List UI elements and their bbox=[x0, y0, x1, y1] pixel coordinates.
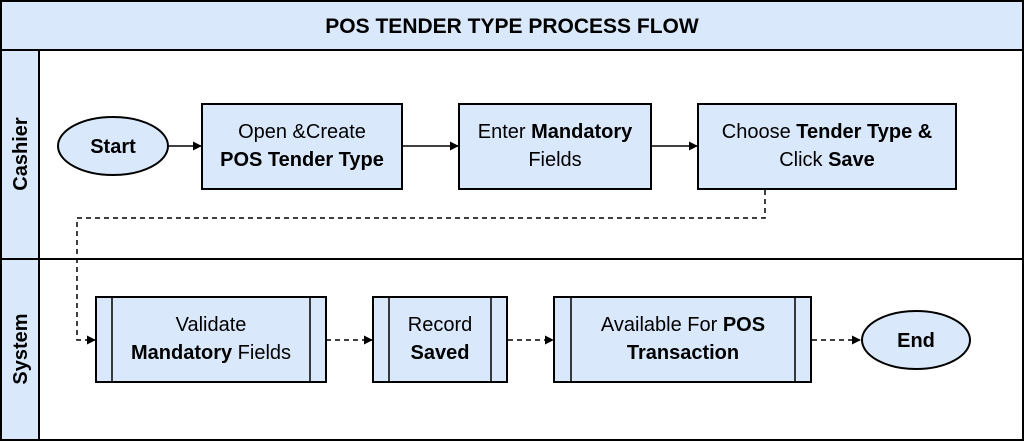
svg-text:Transaction: Transaction bbox=[627, 342, 739, 364]
end-node: End bbox=[861, 310, 971, 370]
available-line1-b: POS bbox=[723, 314, 765, 336]
choose-line2-b: Save bbox=[828, 149, 875, 171]
open-create-line1: Open &Create bbox=[238, 121, 366, 143]
svg-text:POS Tender Type: POS Tender Type bbox=[220, 149, 384, 171]
enter-fields-line1-b: Mandatory bbox=[531, 121, 633, 143]
svg-text:Validate: Validate bbox=[176, 314, 247, 336]
record-saved-node: Record Saved bbox=[372, 296, 508, 383]
svg-text:Enter Mandatory: Enter Mandatory bbox=[478, 121, 633, 143]
enter-fields-node: Enter Mandatory Fields bbox=[458, 103, 652, 190]
validate-line1: Validate bbox=[176, 314, 247, 336]
choose-line2-a: Click bbox=[779, 149, 828, 171]
start-node: Start bbox=[57, 116, 169, 176]
start-label: Start bbox=[90, 136, 136, 158]
open-create-line2: POS Tender Type bbox=[220, 149, 384, 171]
svg-text:Available For POS: Available For POS bbox=[601, 314, 765, 336]
system-lane-header bbox=[0, 258, 40, 441]
choose-line1-b: Tender Type & bbox=[796, 121, 932, 143]
system-lane-label: System bbox=[10, 313, 32, 384]
available-line1-a: Available For bbox=[601, 314, 723, 336]
svg-text:Record: Record bbox=[408, 314, 472, 336]
validate-line2-a: Mandatory bbox=[131, 342, 233, 364]
svg-text:Fields: Fields bbox=[528, 149, 581, 171]
open-create-node: Open &Create POS Tender Type bbox=[201, 103, 403, 190]
enter-fields-line1-a: Enter bbox=[478, 121, 531, 143]
validate-node: Validate Mandatory Fields bbox=[95, 296, 327, 383]
record-line1: Record bbox=[408, 314, 472, 336]
record-line2: Saved bbox=[411, 342, 470, 364]
choose-tender-node: Choose Tender Type & Click Save bbox=[697, 103, 957, 190]
flow-choose-to-validate bbox=[76, 190, 766, 345]
diagram-title: POS TENDER TYPE PROCESS FLOW bbox=[325, 15, 699, 38]
choose-line1-a: Choose bbox=[722, 121, 797, 143]
svg-text:Click Save: Click Save bbox=[779, 149, 875, 171]
svg-text:Saved: Saved bbox=[411, 342, 470, 364]
svg-text:Mandatory Fields: Mandatory Fields bbox=[131, 342, 291, 364]
svg-text:Choose Tender Type &: Choose Tender Type & bbox=[722, 121, 932, 143]
enter-fields-line2: Fields bbox=[528, 149, 581, 171]
svg-text:Open &Create: Open &Create bbox=[238, 121, 366, 143]
title-band bbox=[0, 0, 1024, 51]
end-label: End bbox=[897, 330, 935, 352]
available-line2: Transaction bbox=[627, 342, 739, 364]
validate-line2-b: Fields bbox=[232, 342, 291, 364]
available-node: Available For POS Transaction bbox=[553, 296, 812, 383]
cashier-lane-label: Cashier bbox=[10, 117, 32, 191]
